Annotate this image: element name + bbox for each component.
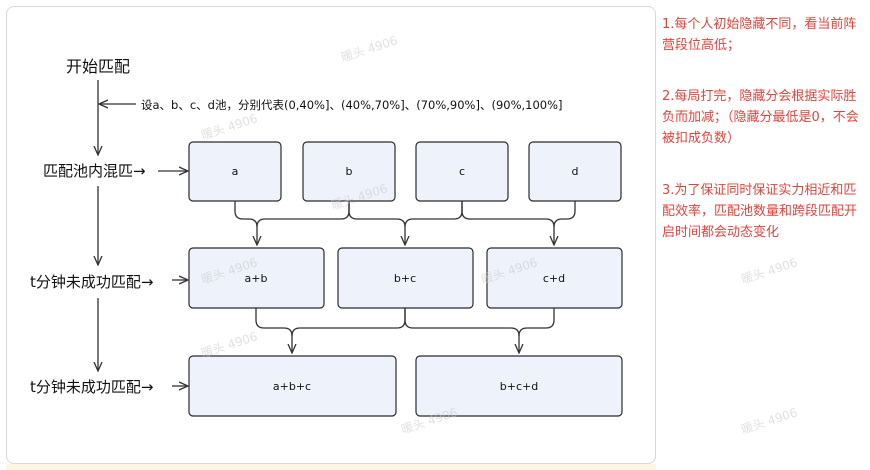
watermark: 暖头 4906 bbox=[739, 405, 800, 437]
merged-box-abc bbox=[188, 355, 397, 417]
pool-label-b: b bbox=[346, 165, 353, 178]
merged-label-cd: c+d bbox=[543, 272, 565, 285]
merged-label-ab: a+b bbox=[245, 272, 268, 285]
pool-label-d: d bbox=[572, 165, 579, 178]
watermark: 暖头 4906 bbox=[739, 255, 800, 287]
merge-connectors-row2 bbox=[255, 308, 555, 352]
merged-label-bc: b+c bbox=[394, 272, 416, 285]
merge-connectors-row1 bbox=[234, 201, 576, 244]
stage-label-mix: 匹配池内混匹→ bbox=[43, 162, 146, 180]
note-dynamic-pools: 3.为了保证同时保证实力相近和匹配效率，匹配池数量和跨段匹配开启时间都会动态变化 bbox=[662, 183, 858, 240]
stage-label-timeout-2: t分钟未成功匹配→ bbox=[30, 378, 153, 396]
bottom-strip bbox=[6, 464, 656, 470]
merged-label-abc: a+b+c bbox=[273, 380, 311, 393]
note-score-adjustment: 2.每局打完，隐藏分会根据实际胜负而加减；（隐藏分最低是0，不会被扣成负数） bbox=[662, 89, 859, 146]
note-initial-hidden-score: 1.每个人初始隐藏不同，看当前阵营段位高低； bbox=[662, 17, 857, 53]
pool-setup-note: 设a、b、c、d池，分别代表(0,40%]、(40%,70%]、(70%,90%… bbox=[141, 98, 563, 112]
merged-box-bcd bbox=[415, 355, 623, 417]
flow-diagram: 开始匹配 设a、b、c、d池，分别代表(0,40%]、(40%,70%]、(70… bbox=[30, 57, 623, 417]
stage-label-timeout-1: t分钟未成功匹配→ bbox=[30, 273, 153, 291]
pool-label-a: a bbox=[232, 165, 239, 178]
start-label: 开始匹配 bbox=[66, 57, 130, 76]
merged-label-bcd: b+c+d bbox=[500, 380, 538, 393]
pool-label-c: c bbox=[459, 165, 465, 178]
